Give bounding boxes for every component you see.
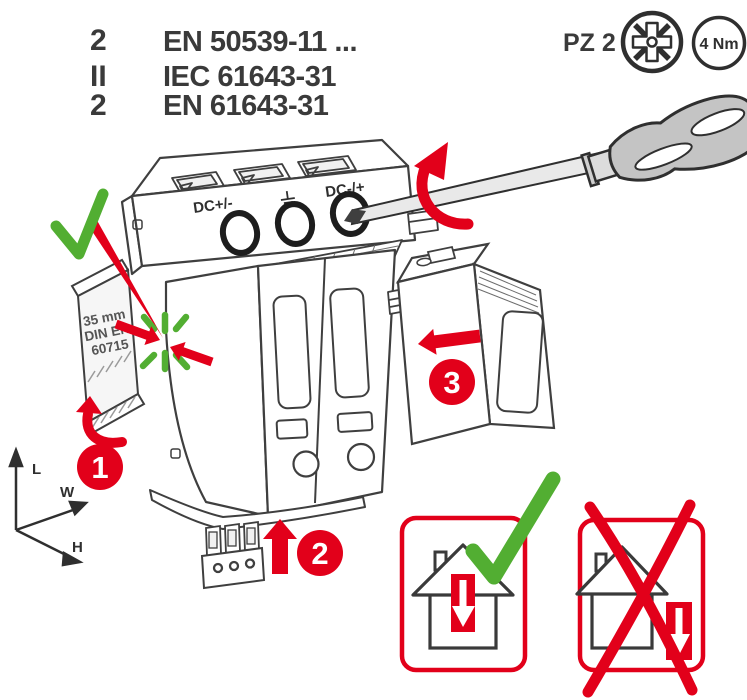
step-2-marker: 2: [263, 519, 343, 576]
outdoor-installation-forbidden-icon: [575, 499, 706, 698]
down-arrow-icon: [452, 606, 475, 627]
standard-type-3: 2: [90, 89, 107, 122]
module-windows: [272, 287, 376, 478]
standard-name-2: IEC 61643-31: [163, 61, 336, 93]
screwdriver: [344, 94, 747, 226]
standard-name-1: EN 50539-11 ...: [163, 26, 357, 58]
rail-hatching: [87, 350, 136, 429]
insert-left-arrow: [418, 328, 481, 355]
torque-value-label: 4 Nm: [699, 36, 738, 53]
standards-list: 2 EN 50539-11 ... II IEC 61643-31 2 EN 6…: [90, 24, 358, 122]
din-rail: 35 mm DIN EN 60715: [70, 258, 146, 434]
press-arrow-left: [114, 319, 160, 345]
logo-mark: [132, 219, 143, 230]
rail-standard-label-2: 60715: [90, 336, 130, 358]
module-front-face: [396, 262, 492, 446]
screwdriver-bit-spec: PZ 2: [563, 10, 684, 74]
dimension-axes: L W H: [8, 446, 89, 567]
indoor-installation-allowed-icon: [399, 471, 561, 673]
terminal-label-left: DC+/-: [192, 195, 234, 217]
step-3-number: 3: [443, 365, 460, 400]
step-3-badge: [429, 359, 475, 405]
torque-badge-icon: [691, 15, 747, 71]
step-1-marker: 1: [76, 396, 127, 490]
axis-label-width: W: [60, 484, 75, 501]
cross-icon: [582, 499, 698, 698]
check-icon-large: [465, 471, 561, 585]
bit-size-label: PZ 2: [563, 29, 616, 57]
spd-base-unit: DC+/- DC-/+: [120, 138, 439, 530]
step-3-marker: 3: [418, 328, 481, 405]
step-1-number: 1: [91, 450, 108, 485]
press-arrow-right: [170, 342, 214, 367]
screwdriver-handle: [580, 94, 747, 188]
logo-mark-2: [170, 448, 181, 459]
snap-click-icon: [114, 311, 214, 373]
check-icon: [50, 188, 109, 260]
screwdriver-tip: [344, 209, 366, 224]
axis-label-length: L: [32, 461, 41, 478]
bay-side-face: [164, 264, 270, 518]
terminal-band: [130, 164, 417, 268]
rotation-arrow: [414, 142, 474, 230]
insert-up-arrow: [263, 519, 297, 574]
leader-line: [86, 215, 163, 338]
axis-label-height: H: [72, 539, 83, 556]
pozidriv-bit-icon: [620, 10, 684, 74]
tilt-arrow: [82, 409, 127, 448]
mount-ok-indicator: [50, 188, 163, 338]
terminal-connector: [200, 520, 266, 590]
house-icon: [411, 543, 515, 650]
step-2-badge: [297, 530, 343, 576]
device-bottom-skirt: [149, 489, 366, 530]
step-2-number: 2: [311, 536, 328, 571]
down-arrow-icon-2: [668, 634, 690, 655]
step-1-badge: [77, 444, 123, 490]
standard-name-3: EN 61643-31: [163, 90, 329, 122]
standard-type-1: 2: [90, 24, 107, 57]
torque-spec: 4 Nm: [691, 15, 747, 71]
standard-type-2: II: [90, 60, 107, 93]
rotation-arrowhead: [414, 142, 448, 180]
